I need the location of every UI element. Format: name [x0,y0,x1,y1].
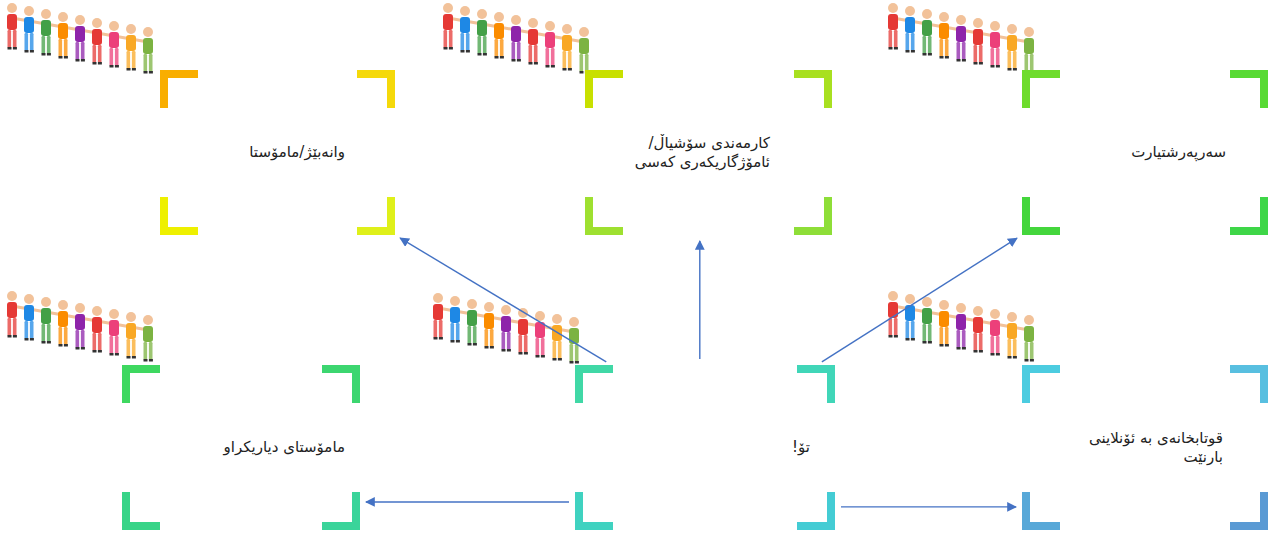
corner-bracket [1230,197,1268,235]
corner-bracket [1230,365,1268,403]
corner-bracket [357,197,395,235]
corner-bracket [794,70,832,108]
text-group: کارمەندی سۆشیاڵ/ئامۆژگاریکەری کەسی [605,133,770,171]
box-label: وانەبێژ/مامۆستا [185,143,345,162]
bracket-box: تۆ! [575,365,835,530]
corner-bracket [160,197,198,235]
arrow-connector [841,506,1016,507]
text-group: قوتابخانەی بە ئۆنلاینی بارنێت [1045,428,1223,466]
people-illustration [888,291,1034,362]
bracket-box: سەرپەرشتیارت [1022,70,1268,235]
corner-bracket [1022,492,1060,530]
corner-bracket [797,365,835,403]
text-group: تۆ! [710,438,810,457]
people-illustration [7,291,153,362]
box-label: مامۆستای دیاریکراو [195,438,345,457]
corner-bracket [1022,365,1060,403]
corner-bracket [797,492,835,530]
people-illustration [433,293,579,364]
people-illustration [443,3,589,74]
bracket-box: کارمەندی سۆشیاڵ/ئامۆژگاریکەری کەسی [585,70,832,235]
text-group: سەرپەرشتیارت [1056,143,1226,162]
arrow-connector [699,241,700,359]
arrow-connector [400,238,606,362]
bracket-box: وانەبێژ/مامۆستا [160,70,395,235]
corner-bracket [1022,197,1060,235]
text-group: مامۆستای دیاریکراو [195,438,345,457]
corner-bracket [322,492,360,530]
corner-bracket [322,365,360,403]
corner-bracket [585,197,623,235]
bracket-box: مامۆستای دیاریکراو [122,365,360,530]
corner-bracket [122,492,160,530]
corner-bracket [1022,70,1060,108]
arrow-connector [366,501,569,502]
corner-bracket [1230,492,1268,530]
corner-bracket [357,70,395,108]
corner-bracket [794,197,832,235]
text-group: وانەبێژ/مامۆستا [185,143,345,162]
people-illustration [888,3,1034,74]
arrow-connector [822,238,1017,362]
box-label: قوتابخانەی بە ئۆنلاینی بارنێت [1045,428,1223,466]
box-label: کارمەندی سۆشیاڵ/ئامۆژگاریکەری کەسی [605,133,770,171]
corner-bracket [575,365,613,403]
corner-bracket [575,492,613,530]
box-label: سەرپەرشتیارت [1056,143,1226,162]
people-illustration [7,3,153,74]
corner-bracket [122,365,160,403]
corner-bracket [585,70,623,108]
bracket-box: قوتابخانەی بە ئۆنلاینی بارنێت [1022,365,1268,530]
corner-bracket [160,70,198,108]
corner-bracket [1230,70,1268,108]
box-label: تۆ! [710,438,810,457]
